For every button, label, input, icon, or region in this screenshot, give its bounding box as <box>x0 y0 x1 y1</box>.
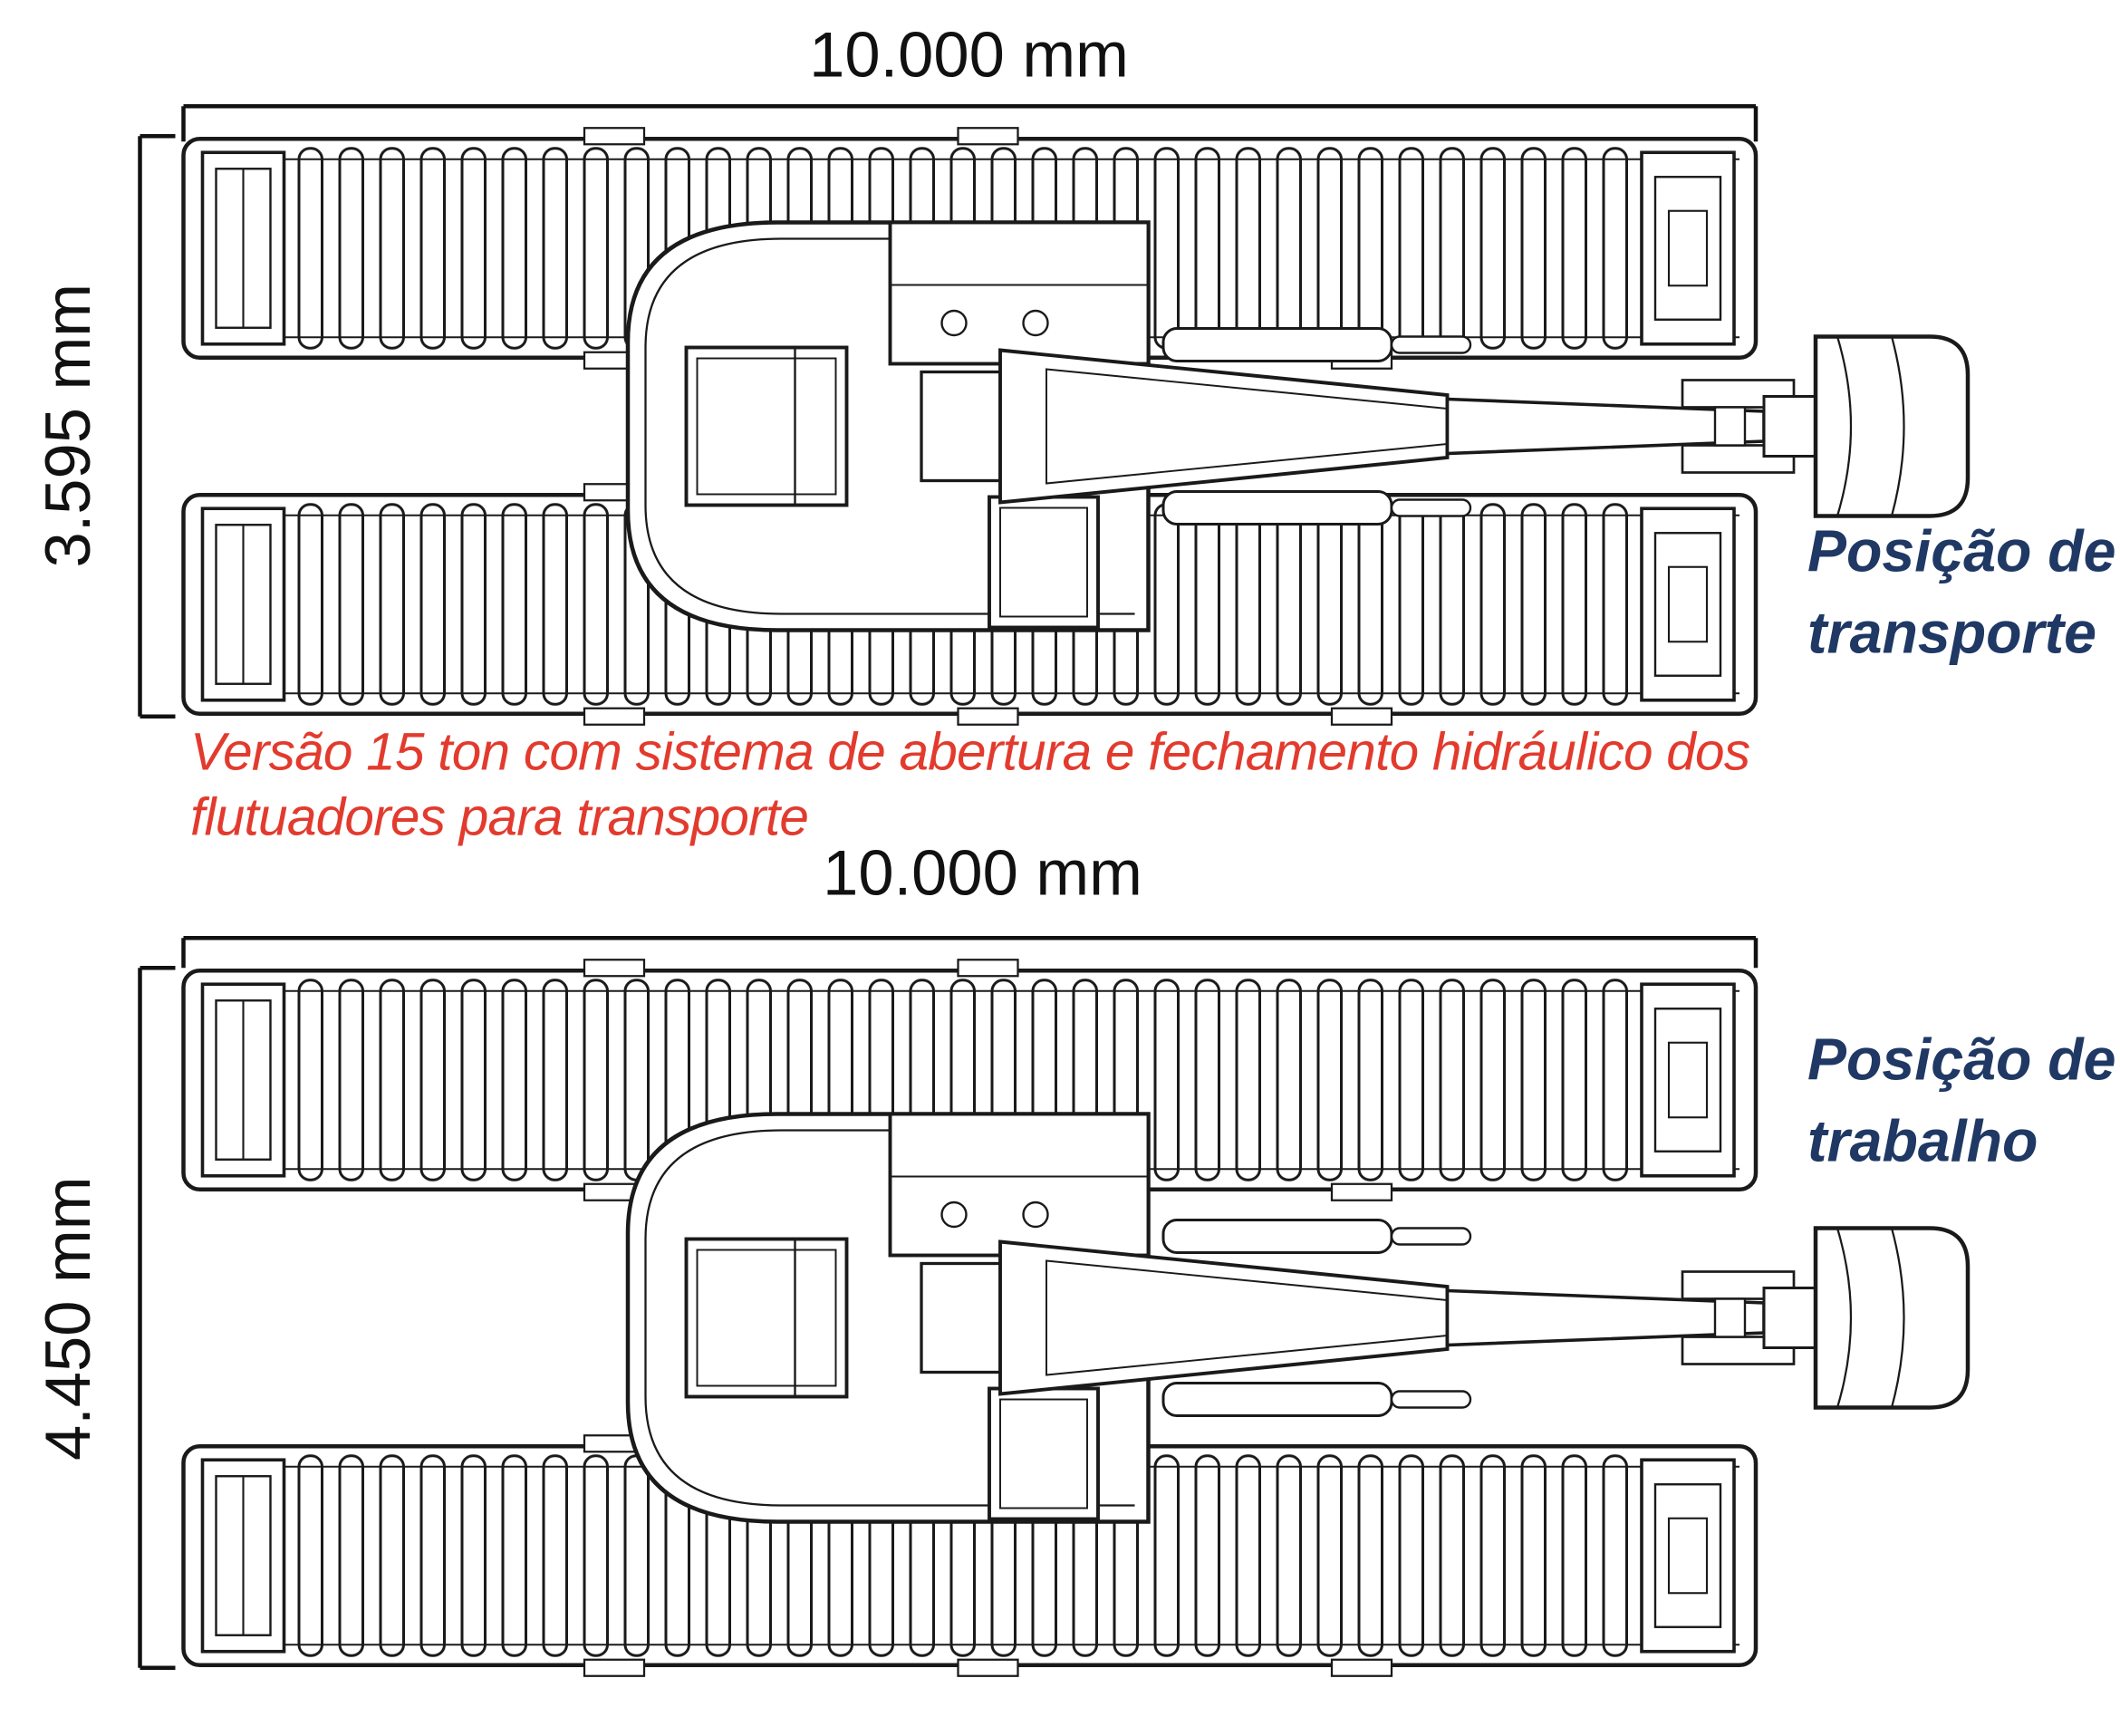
caption-line2: flutuadores para transporte <box>190 787 808 846</box>
dim-height-label-work: 4.450 mm <box>32 1177 103 1461</box>
dim-width-work <box>181 936 1759 969</box>
view-work: 10.000 mm 4.450 mm Posição de trabalho <box>32 836 2116 1675</box>
position-label-transport-line1: Posição de <box>1807 518 2116 583</box>
dim-height-transport <box>138 133 176 719</box>
position-label-transport-line2: transporte <box>1807 600 2096 665</box>
position-label-work-line1: Posição de <box>1807 1027 2116 1092</box>
caption-line1: Versão 15 ton com sistema de abertura e … <box>190 722 1750 781</box>
dim-height-work <box>138 966 176 1670</box>
dim-width-label-transport: 10.000 mm <box>809 18 1129 90</box>
caption: Versão 15 ton com sistema de abertura e … <box>190 722 1751 846</box>
dim-width-transport <box>181 103 1759 142</box>
dim-width-label-work: 10.000 mm <box>823 836 1142 908</box>
dim-height-label-transport: 3.595 mm <box>32 284 103 567</box>
view-transport: 10.000 mm 3.595 mm Posição de transporte <box>32 18 2116 725</box>
position-label-work-line2: trabalho <box>1807 1108 2038 1173</box>
